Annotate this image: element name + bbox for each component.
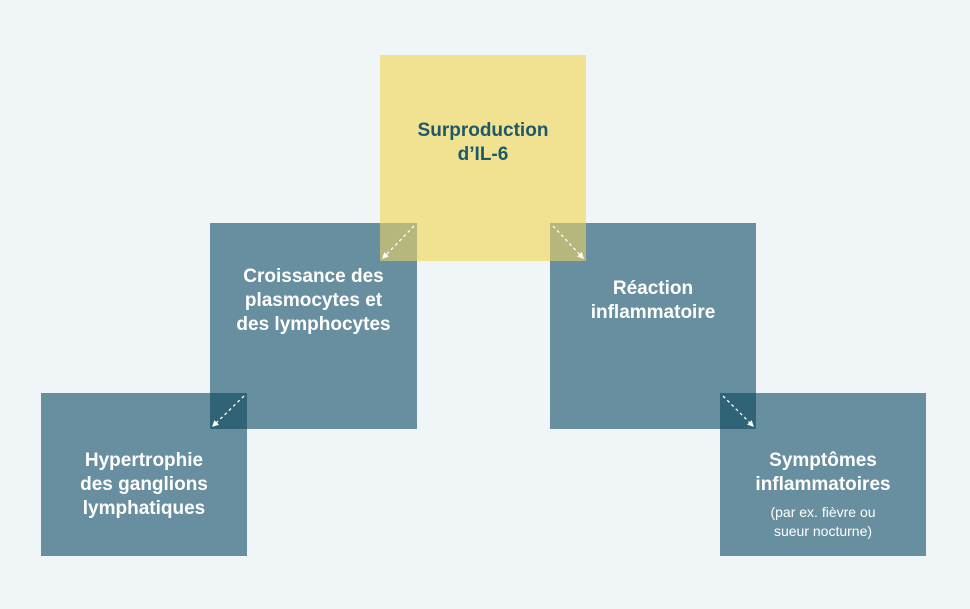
arrow-reaction-symptomes [722, 395, 754, 427]
node-il6-title: Surproduction d’IL-6 [417, 120, 549, 165]
node-hypertrophie-title: Hypertrophie des ganglions lymphatiques [80, 449, 208, 519]
node-croissance-title: Croissance des plasmocytes et des lympho… [236, 266, 391, 335]
arrow-il6-croissance [382, 225, 415, 259]
node-symptomes-subtitle: (par ex. fièvre ou sueur nocturne) [770, 503, 876, 539]
node-reaction-title: Réaction inflammatoire [590, 278, 716, 323]
node-symptomes: Symptômes inflammatoires (par ex. fièvre… [720, 393, 926, 556]
node-symptomes-title: Symptômes inflammatoires [755, 449, 891, 495]
arrow-croissance-hypertrophie [212, 395, 245, 427]
arrow-il6-reaction [552, 225, 584, 259]
